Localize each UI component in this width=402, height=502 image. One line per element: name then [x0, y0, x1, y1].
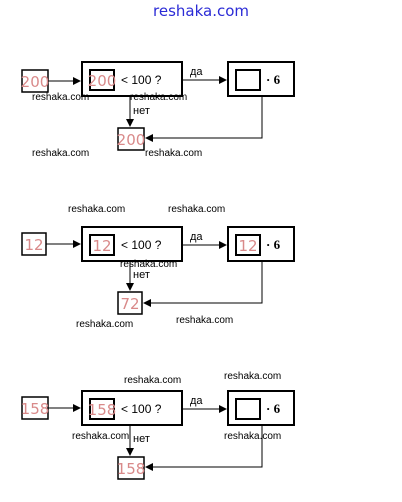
- yes-label: да: [190, 66, 203, 78]
- condition-slot-value: 12: [92, 237, 111, 255]
- multiply-slot: [235, 234, 261, 256]
- condition-slot: [89, 398, 115, 420]
- no-label: нет: [133, 105, 150, 117]
- no-label: нет: [133, 269, 150, 281]
- condition-box: [81, 61, 183, 97]
- condition-box: [81, 226, 183, 262]
- watermark: reshaka.com: [145, 148, 202, 159]
- watermark: reshaka.com: [32, 92, 89, 103]
- watermark: reshaka.com: [32, 148, 89, 159]
- arrow-return: [145, 425, 263, 471]
- condition-text: < 100 ?: [121, 402, 162, 416]
- arrow-return: [143, 261, 263, 307]
- output-box: [117, 456, 145, 480]
- watermark: reshaka.com: [124, 375, 181, 386]
- condition-slot-value: 158: [88, 401, 117, 419]
- multiply-slot: [235, 398, 261, 420]
- yes-label: да: [190, 395, 203, 407]
- no-label: нет: [133, 433, 150, 445]
- multiply-box: [227, 61, 295, 97]
- multiply-box: [227, 390, 295, 426]
- output-value: 158: [117, 460, 146, 478]
- condition-slot: [89, 69, 115, 91]
- multiplier-text: · 6: [266, 237, 281, 252]
- yes-label: да: [190, 231, 203, 243]
- multiplier-text: · 6: [266, 72, 281, 87]
- condition-slot: [89, 234, 115, 256]
- output-value: 72: [120, 295, 139, 313]
- watermark: reshaka.com: [176, 315, 233, 326]
- multiply-slot-value: 12: [238, 237, 257, 255]
- input-value: 200: [21, 73, 50, 91]
- watermark: reshaka.com: [76, 319, 133, 330]
- arrow-return: [145, 96, 263, 142]
- output-box: [117, 291, 143, 315]
- watermark: reshaka.com: [130, 92, 187, 103]
- condition-box: [81, 390, 183, 426]
- flow-2: reshaka.com reshaka.com 12 12 < 100 ? да…: [21, 204, 295, 330]
- watermark: reshaka.com: [224, 431, 281, 442]
- input-value: 158: [21, 400, 50, 418]
- flow-1: 200 200 < 100 ? да · 6 нет 200 reshaka.c…: [21, 61, 295, 159]
- watermark-top: reshaka.com: [153, 2, 249, 20]
- watermark: reshaka.com: [224, 371, 281, 382]
- watermark: reshaka.com: [68, 204, 125, 215]
- input-value: 12: [24, 236, 43, 254]
- flow-3: reshaka.com reshaka.com 158 158 < 100 ? …: [21, 371, 295, 480]
- condition-text: < 100 ?: [121, 238, 162, 252]
- multiply-slot: [235, 69, 261, 91]
- condition-text: < 100 ?: [121, 73, 162, 87]
- watermark: reshaka.com: [72, 431, 129, 442]
- watermark: reshaka.com: [120, 259, 177, 270]
- output-box: [117, 127, 145, 151]
- watermark: reshaka.com: [168, 204, 225, 215]
- multiplier-text: · 6: [266, 401, 281, 416]
- condition-slot-value: 200: [88, 72, 117, 90]
- multiply-box: [227, 226, 295, 262]
- output-value: 200: [117, 131, 146, 149]
